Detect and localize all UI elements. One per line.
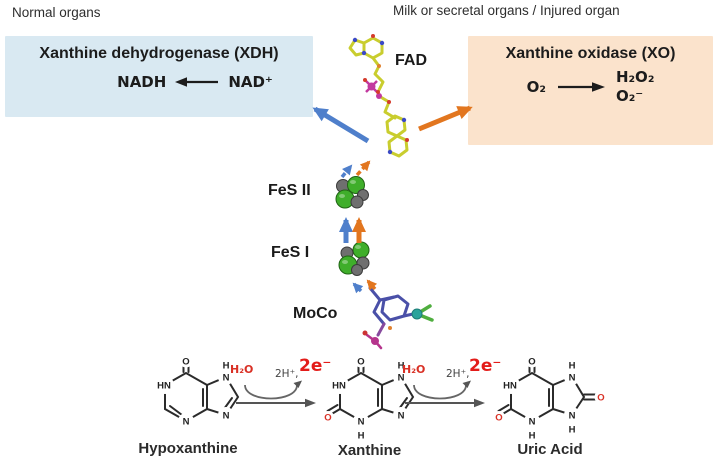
xo-panel: Xanthine oxidase (XO) O₂ H₂O₂ O₂⁻ bbox=[468, 36, 713, 145]
atom-n9: N bbox=[398, 411, 405, 422]
atom-n3h: H bbox=[358, 431, 365, 442]
right-arrow-icon bbox=[557, 82, 605, 92]
hypoxanthine-structure: O HN N H N N bbox=[156, 356, 240, 429]
fad-structure bbox=[348, 34, 409, 158]
atom-n7h: H bbox=[398, 361, 405, 372]
phosphorus-atom bbox=[367, 82, 376, 91]
uric-acid-name: Uric Acid bbox=[517, 441, 583, 458]
atom-n7: N bbox=[569, 373, 576, 384]
electrons-label-1: 2e⁻ bbox=[299, 356, 332, 376]
atom-n7h: H bbox=[569, 361, 576, 372]
moco-structure bbox=[362, 286, 434, 350]
atom-n9h: H bbox=[569, 425, 576, 436]
atom-n3: N bbox=[529, 417, 536, 428]
atom-n3: N bbox=[183, 417, 190, 428]
xo-reaction: O₂ H₂O₂ O₂⁻ bbox=[468, 68, 713, 106]
atom-o6: O bbox=[182, 357, 189, 368]
uric-acid-structure: O HN N H H N N H O O bbox=[493, 356, 608, 442]
atom-o6: O bbox=[357, 357, 364, 368]
fes2-cluster bbox=[335, 176, 369, 209]
molybdenum-atom bbox=[411, 308, 423, 320]
atom-n9: N bbox=[569, 411, 576, 422]
atom-n3h: H bbox=[529, 431, 536, 442]
xanthine-structure: O HN N H H N N O bbox=[322, 356, 415, 442]
xanthine-name: Xanthine bbox=[337, 442, 402, 459]
atom-n7: N bbox=[398, 373, 405, 384]
left-arrow-icon bbox=[175, 77, 219, 87]
hypoxanthine-name: Hypoxanthine bbox=[138, 440, 238, 457]
moco-label: MoCo bbox=[293, 305, 338, 322]
fad-label: FAD bbox=[395, 52, 427, 69]
atom-o8: O bbox=[597, 393, 604, 404]
normal-organs-label: Normal organs bbox=[12, 5, 101, 20]
electrons-label-2: 2e⁻ bbox=[469, 356, 502, 376]
fes1-label: FeS I bbox=[271, 244, 310, 261]
atom-o2: O bbox=[495, 413, 502, 424]
nadh-label: NADH bbox=[117, 73, 167, 91]
atom-n7: N bbox=[223, 373, 230, 384]
fes2-to-fad-arrow-orange bbox=[355, 160, 371, 177]
atom-n3: N bbox=[358, 417, 365, 428]
xo-title: Xanthine oxidase (XO) bbox=[505, 45, 676, 62]
atom-n1: HN bbox=[503, 381, 517, 392]
fes2-label: FeS II bbox=[268, 182, 311, 199]
atom-n9: N bbox=[223, 411, 230, 422]
atom-o6: O bbox=[528, 357, 535, 368]
atom-n1: HN bbox=[157, 381, 171, 392]
water-label-1: H₂O bbox=[230, 363, 254, 376]
protons-label-2: 2H⁺, bbox=[446, 368, 470, 380]
fes1-cluster bbox=[338, 241, 370, 276]
reaction-arrow-2 bbox=[405, 380, 485, 408]
milk-secretal-organs-label: Milk or secretal organs / Injured organ bbox=[393, 3, 620, 18]
xdh-title: Xanthine dehydrogenase (XDH) bbox=[39, 45, 279, 62]
h2o2-label: H₂O₂ bbox=[615, 68, 655, 86]
atom-n7h: H bbox=[223, 361, 230, 372]
protons-label-1: 2H⁺, bbox=[275, 368, 299, 380]
nad-plus-label: NAD⁺ bbox=[228, 73, 273, 91]
xdh-panel: Xanthine dehydrogenase (XDH) NADH NAD⁺ bbox=[5, 36, 313, 117]
atom-o2: O bbox=[324, 413, 331, 424]
nadh-reaction: NADH NAD⁺ bbox=[77, 73, 313, 91]
reaction-arrow-1 bbox=[236, 380, 316, 408]
superoxide-label: O₂⁻ bbox=[615, 86, 644, 105]
xo-products: H₂O₂ O₂⁻ bbox=[616, 68, 654, 106]
o2-label: O₂ bbox=[526, 77, 546, 96]
atom-n1: HN bbox=[332, 381, 346, 392]
water-label-2: H₂O bbox=[402, 363, 426, 376]
